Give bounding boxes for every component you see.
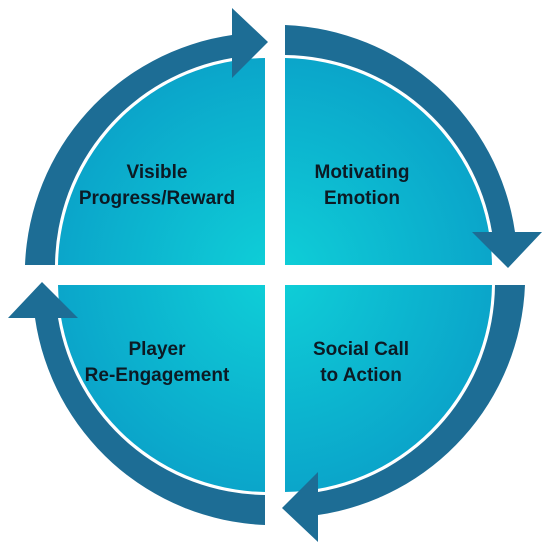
quadrant-label-top-right: Motivating Emotion <box>277 160 447 212</box>
arrow-up-icon <box>8 282 265 525</box>
label-line: Motivating <box>314 162 410 183</box>
label-line: Social Call <box>312 339 410 360</box>
quadrant-label-top-left: Visible Progress/Reward <box>72 160 242 212</box>
label-line: Player <box>128 339 186 360</box>
label-line: Emotion <box>324 188 400 209</box>
arrow-right-icon <box>25 8 268 265</box>
arrow-left-icon <box>282 285 525 542</box>
quadrant-bottom-left <box>58 285 265 492</box>
arrow-down-icon <box>285 25 542 268</box>
quadrant-bottom-right <box>285 285 492 492</box>
label-line: to Action <box>320 365 402 386</box>
label-line: Visible <box>126 162 188 183</box>
quadrant-label-bottom-left: Player Re-Engagement <box>72 337 242 389</box>
quadrant-top-right <box>285 58 492 265</box>
quadrant-top-left <box>58 58 265 265</box>
label-line: Progress/Reward <box>78 188 236 209</box>
quadrant-label-bottom-right: Social Call to Action <box>276 337 446 389</box>
label-line: Re-Engagement <box>84 365 230 386</box>
